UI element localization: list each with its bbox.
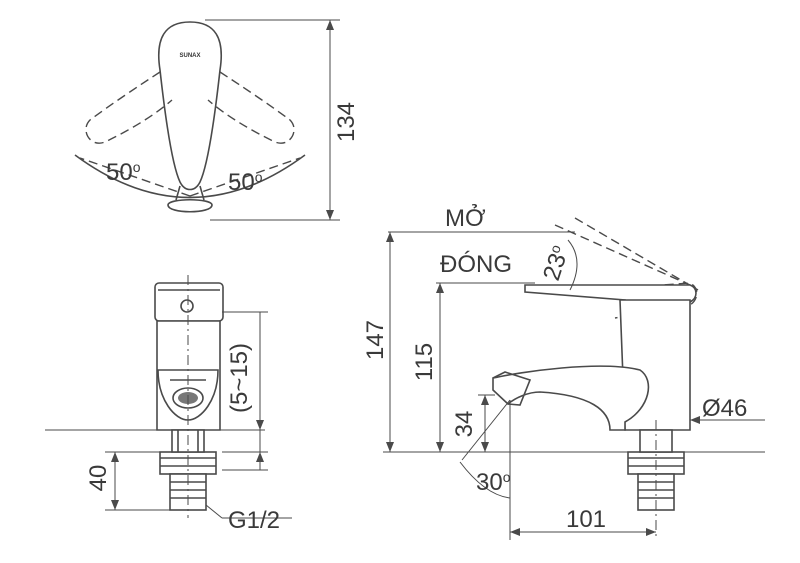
thread-label: G1/2 [228,507,280,534]
angle-left-label: 50o [106,159,141,186]
spout-angle-label: 30o [476,469,511,496]
brand-logo: SUNAX [179,53,200,59]
handle-center [158,21,222,191]
closed-label: ĐÓNG [440,251,512,278]
handle-right-position [207,71,295,144]
dim-147-label: 147 [362,320,389,360]
front-view: (5~15) 40 G1/2 [45,275,292,534]
dim-34-label: 34 [451,411,478,438]
front-handle-hole [180,299,194,313]
dim-5-15-label: (5~15) [226,343,253,413]
top-view: SUNAX 50o 50o 134 [74,19,360,221]
handle-left-position [85,71,173,144]
side-spout [492,365,650,431]
dim-101-label: 101 [566,506,606,533]
dim-134-label: 134 [333,102,360,142]
dim-115-label: 115 [411,343,438,381]
side-view: MỞ ĐÓNG 23o 147 115 34 30o Ø46 [362,203,765,540]
open-label: MỞ [445,203,486,232]
dim-40-label: 40 [85,465,112,492]
front-handle [154,282,224,322]
handle-angle-label: 23o [538,243,574,284]
diameter-label: Ø46 [702,395,747,422]
angle-right-label: 50o [228,169,263,196]
swing-arc [74,154,306,199]
handle-base [167,198,213,213]
